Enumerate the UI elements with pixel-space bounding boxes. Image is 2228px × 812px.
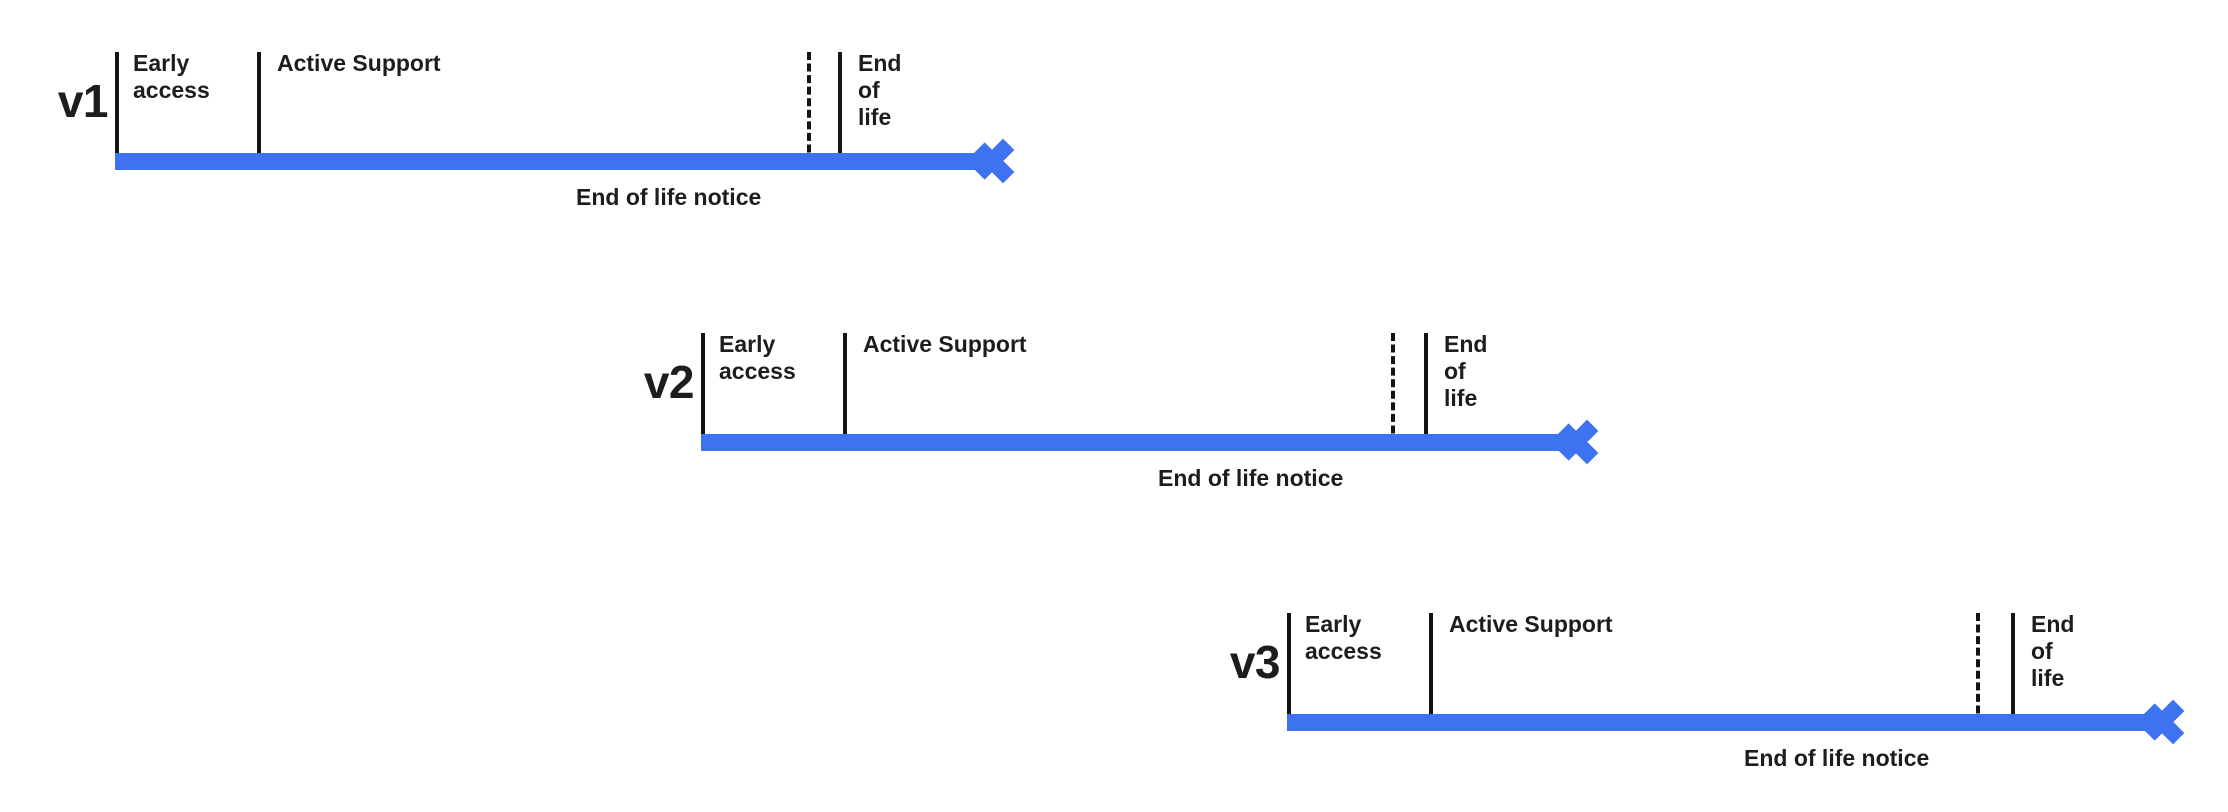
divider-early-access-end-v2 [843, 333, 847, 445]
end-of-life-notice-label-v3: End of life notice [1744, 745, 1930, 771]
divider-active-support-end-v1 [838, 52, 842, 164]
divider-start-v2 [701, 333, 705, 445]
phase-label-early-access-v1: Early access [133, 50, 210, 103]
divider-eol-notice-v2 [1391, 333, 1395, 445]
timeline-arrow-head-v2 [1557, 413, 1609, 471]
divider-eol-notice-v1 [807, 52, 811, 164]
divider-start-v1 [115, 52, 119, 164]
phase-label-early-access-v3: Early access [1305, 611, 1382, 664]
divider-early-access-end-v3 [1429, 613, 1433, 725]
end-of-life-notice-label-v2: End of life notice [1158, 465, 1344, 491]
phase-label-early-access-v2: Early access [719, 331, 796, 384]
timeline-row-v3: v3 Early access Active Support End of li… [1196, 583, 2226, 812]
timeline-arrow-shaft-v2 [701, 434, 1576, 451]
phase-track-v2: Early access Active Support End of life [701, 331, 1487, 445]
phase-label-end-of-life-v2: End of life [1444, 331, 1488, 411]
timeline-arrow-shaft-v1 [115, 153, 992, 170]
phase-label-end-of-life-v3: End of life [2031, 611, 2075, 691]
phase-track-v3: Early access Active Support End of life [1287, 611, 2074, 725]
timeline-arrow-shaft-v3 [1287, 714, 2162, 731]
divider-start-v3 [1287, 613, 1291, 725]
version-label-v1: v1 [57, 75, 109, 127]
phase-label-active-support-v3: Active Support [1449, 611, 1613, 637]
phase-label-end-of-life-v1: End of life [858, 50, 902, 130]
timeline-row-v1: v1 Early access Active Support End of li… [24, 22, 1054, 252]
divider-active-support-end-v3 [2011, 613, 2015, 725]
phase-track-v1: Early access Active Support End of life [115, 50, 901, 164]
divider-eol-notice-v3 [1976, 613, 1980, 725]
phase-label-active-support-v2: Active Support [863, 331, 1027, 357]
version-label-v3: v3 [1229, 636, 1281, 688]
end-of-life-notice-label-v1: End of life notice [576, 184, 762, 210]
version-label-v2: v2 [643, 356, 695, 408]
divider-early-access-end-v1 [257, 52, 261, 164]
timeline-arrow-head-v3 [2143, 693, 2195, 751]
timeline-arrow-head-v1 [973, 132, 1025, 190]
divider-active-support-end-v2 [1424, 333, 1428, 445]
timeline-row-v2: v2 Early access Active Support End of li… [610, 303, 1640, 533]
phase-label-active-support-v1: Active Support [277, 50, 441, 76]
